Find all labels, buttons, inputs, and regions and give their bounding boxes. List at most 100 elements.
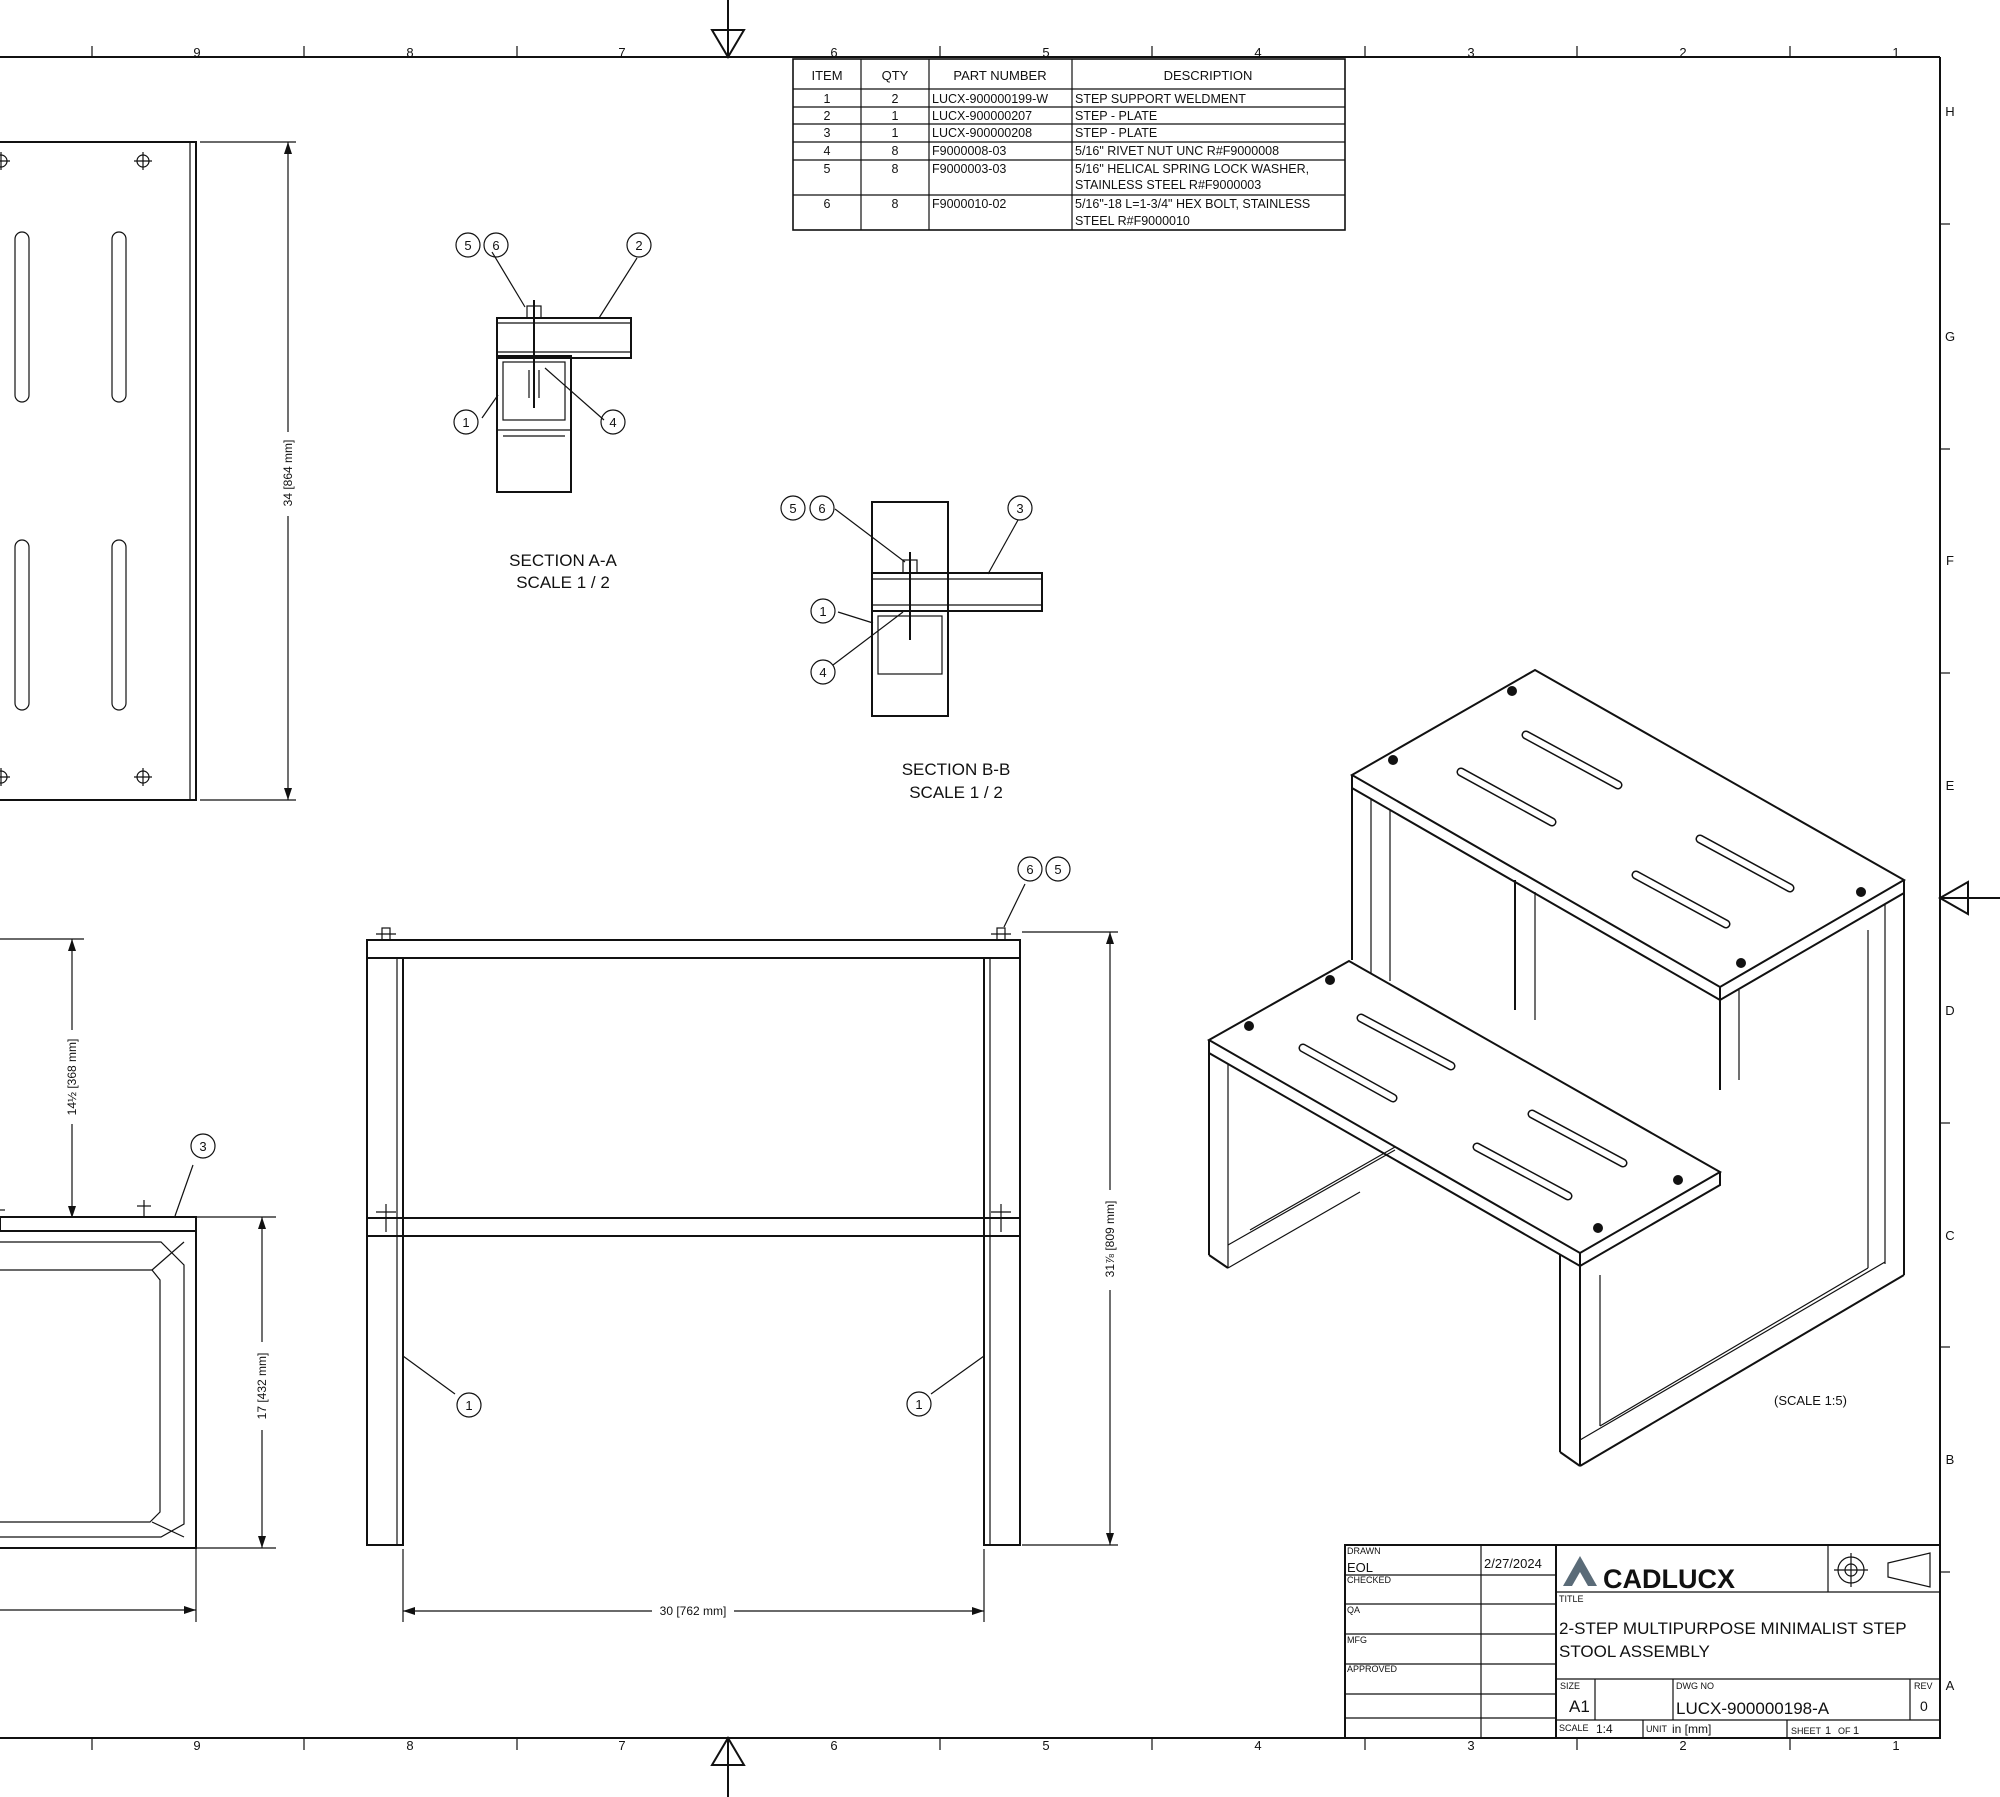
bom-qty: 8 (892, 197, 899, 211)
company-name: CADLUCX (1603, 1564, 1735, 1594)
top-zone-4: 4 (1254, 45, 1261, 60)
right-zone-c: C (1945, 1228, 1954, 1243)
drawn-by: EOL (1347, 1560, 1373, 1575)
bom-desc: STEP - PLATE (1075, 109, 1157, 123)
top-zone-8: 8 (406, 45, 413, 60)
sheet-number: 1 (1825, 1725, 1831, 1737)
section-b-scale: SCALE 1 / 2 (909, 783, 1003, 802)
balloon-1: 1 (465, 1398, 472, 1413)
iso-scale-label: (SCALE 1:5) (1774, 1393, 1847, 1408)
bom-header-item: ITEM (811, 68, 842, 83)
bottom-zone-3: 3 (1467, 1738, 1474, 1753)
revision: 0 (1920, 1698, 1928, 1714)
bom-desc: STEP SUPPORT WELDMENT (1075, 92, 1246, 106)
drawing-scale: 1:4 (1596, 1722, 1613, 1736)
unit-label: UNIT (1646, 1724, 1667, 1734)
rev-label: REV (1914, 1681, 1933, 1691)
drawn-label: DRAWN (1347, 1546, 1381, 1556)
section-a-title: SECTION A-A (509, 551, 617, 570)
title-block: CADLUCX DRAWN CHECKED QA MFG APPROVED TI… (1344, 1544, 1941, 1739)
top-zone-7: 7 (618, 45, 625, 60)
bom-item: 6 (824, 197, 831, 211)
bom-table: ITEM QTY PART NUMBER DESCRIPTION 1 2 LUC… (792, 58, 1346, 231)
bom-item: 3 (824, 126, 831, 140)
right-zone-b: B (1946, 1452, 1955, 1467)
isometric-view: (SCALE 1:5) (1206, 668, 1907, 1467)
right-zone-g: G (1945, 329, 1955, 344)
balloons: 5 6 2 1 4 5 6 3 1 4 6 5 3 1 1 (190, 232, 1071, 1418)
title-line-1: 2-STEP MULTIPURPOSE MINIMALIST STEP (1559, 1619, 1907, 1638)
bottom-zone-7: 7 (618, 1738, 625, 1753)
section-b-b: SECTION B-B SCALE 1 / 2 (832, 501, 1043, 802)
right-zone-a: A (1946, 1678, 1955, 1693)
bottom-zone-2: 2 (1679, 1738, 1686, 1753)
bom-desc: STEP - PLATE (1075, 126, 1157, 140)
bom-qty: 2 (892, 92, 899, 106)
bottom-zone-9: 9 (193, 1738, 200, 1753)
dim-upper-offset: 14½ [368 mm] (65, 1039, 79, 1116)
top-zone-3: 3 (1467, 45, 1474, 60)
top-zone-5: 5 (1042, 45, 1049, 60)
drawing-unit: in [mm] (1672, 1722, 1711, 1736)
dim-plate-height: 34 [864 mm] (281, 440, 295, 507)
bom-desc-line2: STAINLESS STEEL R#F9000003 (1075, 178, 1261, 192)
top-zone-6: 6 (830, 45, 837, 60)
right-zone-f: F (1946, 553, 1954, 568)
bom-part: F9000010-02 (932, 197, 1006, 211)
bom-part: LUCX-900000207 (932, 109, 1032, 123)
section-a-a: SECTION A-A SCALE 1 / 2 (481, 251, 638, 592)
balloon-6: 6 (492, 238, 499, 253)
front-view: 31⅞ [809 mm] 30 [762 mm] (366, 883, 1120, 1622)
bom-item: 2 (824, 109, 831, 123)
balloon-1: 1 (462, 415, 469, 430)
dwg-no-label: DWG NO (1676, 1681, 1714, 1691)
bom-header-part: PART NUMBER (953, 68, 1046, 83)
bom-header-qty: QTY (882, 68, 909, 83)
balloon-6: 6 (818, 501, 825, 516)
sheet-label: SHEET (1791, 1726, 1822, 1736)
top-zone-9: 9 (193, 45, 200, 60)
sheet-size: A1 (1569, 1697, 1590, 1716)
balloon-1: 1 (915, 1397, 922, 1412)
balloon-5: 5 (464, 238, 471, 253)
title-label: TITLE (1559, 1594, 1584, 1604)
dim-lower-height: 17 [432 mm] (255, 1353, 269, 1420)
bom-row: 5 8 F9000003-03 5/16" HELICAL SPRING LOC… (824, 162, 1310, 192)
section-a-scale: SCALE 1 / 2 (516, 573, 610, 592)
bom-item: 5 (824, 162, 831, 176)
plate-top-view: 34 [864 mm] (0, 141, 298, 801)
dim-width: 30 [762 mm] (660, 1604, 727, 1618)
bom-part: LUCX-900000199-W (932, 92, 1048, 106)
balloon-3: 3 (1016, 501, 1023, 516)
bom-part: LUCX-900000208 (932, 126, 1032, 140)
size-label: SIZE (1560, 1681, 1580, 1691)
scale-label: SCALE (1559, 1723, 1589, 1733)
bom-part: F9000008-03 (932, 144, 1006, 158)
right-zone-e: E (1946, 778, 1955, 793)
bottom-zone-1: 1 (1892, 1738, 1899, 1753)
bom-desc-line2: STEEL R#F9000010 (1075, 214, 1190, 228)
right-zone-d: D (1945, 1003, 1954, 1018)
bom-item: 4 (824, 144, 831, 158)
bom-desc: 5/16" HELICAL SPRING LOCK WASHER, (1075, 162, 1309, 176)
side-view: 14½ [368 mm] 17 [432 mm] (0, 938, 276, 1622)
title-line-2: STOOL ASSEMBLY (1559, 1642, 1710, 1661)
bom-row: 4 8 F9000008-03 5/16" RIVET NUT UNC R#F9… (824, 144, 1280, 158)
balloon-1: 1 (819, 604, 826, 619)
balloon-3: 3 (199, 1139, 206, 1154)
qa-label: QA (1347, 1605, 1360, 1615)
balloon-5: 5 (789, 501, 796, 516)
top-zone-2: 2 (1679, 45, 1686, 60)
balloon-2: 2 (635, 238, 642, 253)
bom-qty: 8 (892, 144, 899, 158)
drawn-date: 2/27/2024 (1484, 1556, 1542, 1571)
bom-item: 1 (824, 92, 831, 106)
right-zone-h: H (1945, 104, 1954, 119)
bom-desc: 5/16" RIVET NUT UNC R#F9000008 (1075, 144, 1279, 158)
sheet-total: 1 (1853, 1725, 1859, 1737)
drawing-number: LUCX-900000198-A (1676, 1699, 1830, 1718)
balloon-4: 4 (819, 665, 826, 680)
bom-header-description: DESCRIPTION (1164, 68, 1253, 83)
